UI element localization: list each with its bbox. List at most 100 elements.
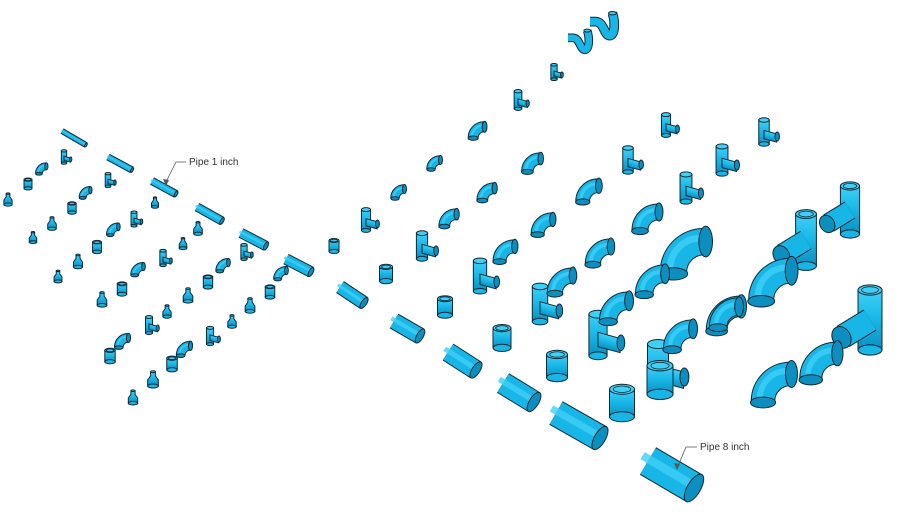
small-fitting-35 (227, 314, 237, 329)
small-pipe-3 (150, 177, 179, 198)
large-tee-3 (472, 257, 501, 295)
large-tee-4 (531, 282, 564, 326)
small-fitting-4 (60, 149, 73, 165)
large-elbow-3 (492, 238, 519, 265)
small-pipe-5 (238, 228, 270, 251)
small-fitting-23 (113, 332, 132, 350)
small-fitting-30 (127, 389, 139, 406)
large-coupling-1 (328, 238, 340, 254)
p-trap-small (568, 28, 594, 55)
small-fitting-27 (202, 274, 214, 290)
small-fitting-28 (215, 257, 231, 274)
small-fitting-25 (162, 304, 172, 319)
sanitary-tee-5 (715, 143, 741, 177)
elbow-medium-mid (662, 318, 698, 355)
small-fitting-32 (166, 355, 178, 373)
sanitary-tee-1 (513, 89, 530, 111)
small-fitting-6 (47, 216, 57, 231)
small-fitting-2 (23, 177, 33, 191)
small-fitting-20 (178, 236, 188, 251)
elbow-large-upper (747, 255, 799, 308)
large-fittings-group (328, 11, 883, 503)
sanitary-tee-2 (622, 145, 644, 175)
small-fitting-21 (193, 221, 203, 236)
large-elbow-4 (546, 266, 578, 298)
large-sweep-elbow-3 (575, 177, 603, 206)
callout-label-pipe-8-inch: Pipe 8 inch (700, 442, 749, 453)
small-fitting-10 (53, 269, 63, 284)
small-fitting-3 (35, 162, 49, 176)
small-fitting-5 (28, 231, 38, 245)
large-pipe-6 (639, 447, 705, 503)
large-elbow-1 (390, 184, 407, 201)
small-top-tee-1 (550, 62, 564, 82)
elbow-large-mid (798, 340, 844, 386)
large-pipe-5 (549, 401, 609, 451)
small-fitting-15 (150, 196, 160, 209)
large-sweep-elbow-1 (467, 120, 488, 141)
small-fittings-group (3, 128, 315, 406)
large-elbow-45-3 (530, 211, 557, 238)
small-fitting-8 (78, 185, 93, 200)
small-fitting-33 (175, 340, 194, 358)
large-tee-1 (360, 207, 380, 233)
small-fitting-11 (72, 253, 84, 270)
small-fitting-7 (67, 201, 77, 215)
large-elbow-45-5 (634, 263, 670, 300)
small-fitting-29 (240, 243, 254, 261)
small-pipe-6 (283, 253, 315, 278)
large-coupling-3 (437, 295, 453, 319)
small-fitting-34 (205, 325, 221, 347)
large-sweep-elbow-4 (631, 202, 664, 236)
small-fitting-37 (264, 284, 276, 300)
sanitary-tee-3 (679, 171, 705, 205)
wye-large-2 (818, 181, 861, 239)
leader-line-pipe-8-inch (677, 446, 697, 467)
leader-arrow-pipe-8-inch (674, 463, 680, 470)
small-fitting-13 (105, 222, 121, 238)
elbow-medium-right (708, 296, 744, 333)
wye-large-3 (831, 284, 883, 356)
small-fitting-18 (130, 261, 146, 278)
small-fitting-38 (273, 265, 289, 282)
large-elbow-5 (598, 290, 634, 327)
small-pipe-1 (60, 128, 88, 148)
large-pipe-4 (496, 373, 542, 413)
callout-label-pipe-1-inch: Pipe 1 inch (189, 157, 238, 168)
coupling-large-mid (646, 360, 674, 400)
small-fitting-17 (116, 281, 128, 297)
large-coupling-6 (609, 383, 635, 423)
small-pipe-4 (194, 202, 225, 226)
small-fitting-16 (96, 291, 108, 308)
small-fitting-12 (92, 239, 102, 255)
large-coupling-4 (492, 324, 512, 352)
small-fitting-14 (130, 210, 144, 228)
large-elbow-45-4 (584, 237, 616, 269)
small-fitting-19 (159, 248, 173, 268)
small-fitting-9 (104, 171, 117, 189)
large-elbow-6 (658, 225, 714, 281)
small-pipe-2 (106, 153, 135, 174)
large-sweep-elbow-2 (521, 151, 545, 175)
small-fitting-1 (3, 192, 13, 207)
large-pipe-1 (336, 281, 369, 309)
large-elbow-45-2 (476, 181, 498, 204)
small-fitting-36 (244, 297, 256, 314)
small-fitting-26 (182, 287, 194, 304)
large-coupling-2 (379, 263, 393, 285)
sanitary-tee-4 (660, 112, 680, 138)
large-pipe-3 (442, 343, 483, 379)
callout-pipe-8-inch: Pipe 8 inch (674, 442, 749, 470)
sanitary-tee-6 (758, 117, 780, 147)
small-fitting-24 (145, 315, 160, 335)
large-elbow-2 (438, 207, 460, 230)
small-fitting-22 (104, 347, 116, 365)
small-fitting-31 (147, 370, 159, 389)
large-tee-2 (415, 230, 439, 262)
p-trap-medium (590, 11, 620, 41)
callout-pipe-1-inch: Pipe 1 inch (163, 157, 238, 186)
leader-arrow-pipe-1-inch (163, 179, 169, 186)
large-pipe-2 (389, 313, 426, 344)
leader-line-pipe-1-inch (165, 161, 186, 183)
